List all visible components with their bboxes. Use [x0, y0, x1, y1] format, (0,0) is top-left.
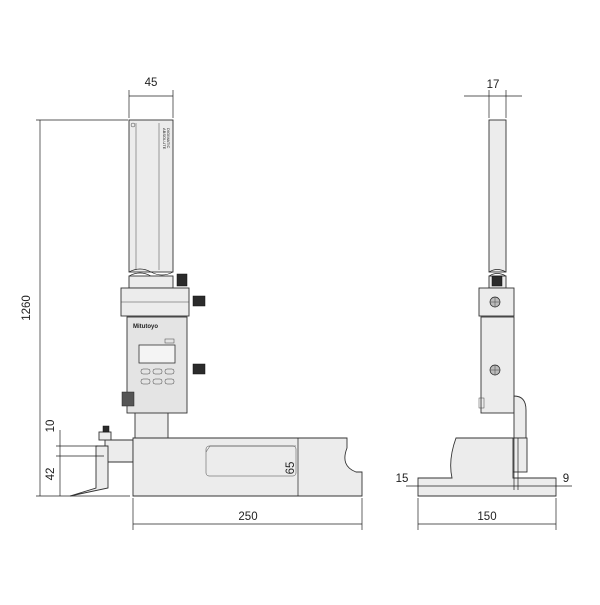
display-button-2: [152, 368, 163, 375]
dim-label-65: 65: [285, 462, 297, 475]
scriber-clamp-icon: [102, 425, 110, 433]
dim-label-10: 10: [45, 420, 57, 433]
fine-adjust-knob: [192, 295, 206, 307]
base-block: [132, 437, 363, 497]
height-column: ABSOLUTE DIGIMATIC: [128, 119, 174, 439]
side-slider: [478, 287, 515, 317]
dim-label-250: 250: [238, 511, 257, 523]
scale-label-digimatic: DIGIMATIC: [166, 128, 171, 148]
feed-wheel-icon: [121, 391, 135, 407]
dim-front-width: 45: [128, 77, 174, 118]
display-button-3: [164, 368, 175, 375]
brand-logo: Mitutoyo: [133, 324, 158, 330]
dim-label-42: 42: [45, 468, 57, 481]
digital-display-unit: Mitutoyo: [121, 316, 206, 414]
clamp-knob-top: [176, 273, 188, 287]
dim-label-17: 17: [487, 79, 500, 91]
side-scriber: [512, 437, 528, 473]
dim-side-column: 17: [464, 79, 522, 118]
dim-label-150: 150: [477, 511, 496, 523]
side-base: [417, 437, 557, 497]
dim-side-base: 150: [417, 498, 557, 530]
side-view: 17 15 9 150: [396, 79, 572, 530]
lcd-screen: [138, 344, 176, 364]
scriber-assembly: [69, 425, 134, 497]
display-button-1: [140, 368, 151, 375]
side-clamp-knob: [491, 275, 503, 287]
dim-overall-height: 1260: [21, 119, 130, 497]
front-view: ABSOLUTE DIGIMATIC Mitutoyo: [21, 77, 363, 530]
indicator-lamp: [164, 338, 175, 344]
dim-side-offsets: 15 9: [396, 438, 572, 490]
dim-label-15: 15: [396, 473, 409, 485]
dim-label-9: 9: [563, 473, 569, 485]
side-column: [488, 119, 507, 289]
display-button-4: [140, 378, 151, 385]
dim-label-45: 45: [145, 77, 158, 89]
scale-label-absolute: ABSOLUTE: [162, 128, 167, 150]
fine-adjust-slider: [120, 273, 206, 317]
side-display-body: [478, 316, 527, 439]
dim-base-length: 250: [132, 498, 363, 530]
display-button-5: [152, 378, 163, 385]
screw-icon: [130, 122, 136, 128]
side-knob: [192, 363, 206, 375]
dim-base-height: 65: [285, 438, 299, 496]
dim-scriber: 10 42: [45, 420, 104, 496]
column-break-line: [128, 268, 174, 276]
display-button-6: [164, 378, 175, 385]
dim-label-1260: 1260: [21, 295, 33, 321]
side-feed-wheel: [478, 397, 485, 409]
